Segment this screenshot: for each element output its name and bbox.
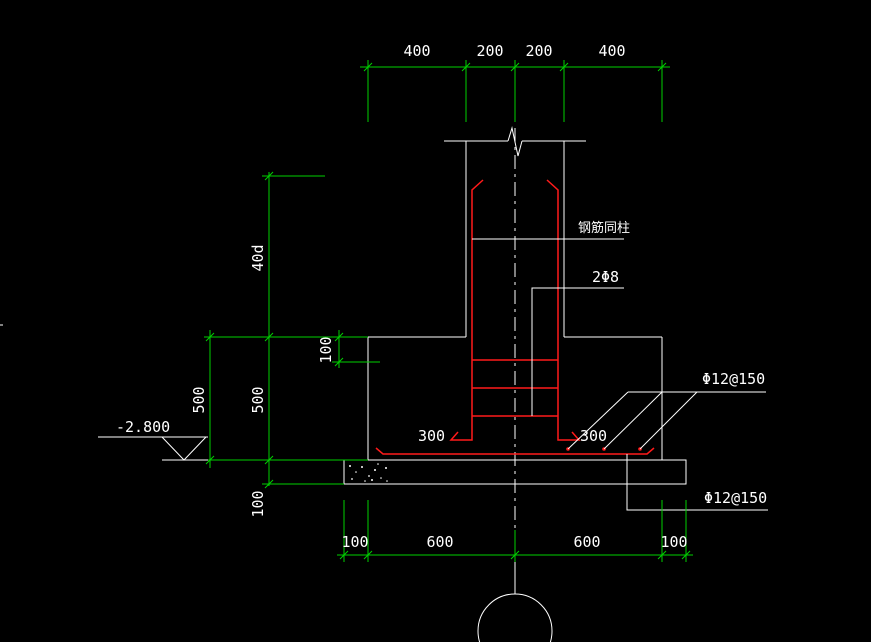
left-dim-100-step: 100 xyxy=(317,336,335,363)
top-dim-3: 200 xyxy=(525,42,552,60)
left-dim-100-bottom: 100 xyxy=(249,490,267,517)
annotation-stirrups: 2Φ8 xyxy=(592,268,619,286)
top-dim-1: 400 xyxy=(403,42,430,60)
bar-extension-left: 300 xyxy=(418,427,445,445)
concrete-hatch xyxy=(349,463,388,482)
axis-bubble xyxy=(477,562,553,642)
left-dim-500-outer: 500 xyxy=(190,386,208,413)
annotation-rebar-to-column: 钢筋同柱 xyxy=(578,220,630,236)
annotation-bottom-mesh: Φ12@150 xyxy=(704,489,767,507)
bottom-dim-4: 100 xyxy=(660,533,687,551)
top-dim-4: 400 xyxy=(598,42,625,60)
left-outer-dimension-chain: 500 100 xyxy=(190,330,267,518)
left-inner-dimension-chain: 40d 500 100 xyxy=(249,171,380,489)
annotation-top-mesh: Φ12@150 xyxy=(702,370,765,388)
bottom-dim-2: 600 xyxy=(426,533,453,551)
bottom-dim-1: 100 xyxy=(341,533,368,551)
rebar xyxy=(375,179,655,455)
annotations: 钢筋同柱 2Φ8 Φ12@150 Φ12@150 300 300 xyxy=(418,220,768,511)
elevation-marker: -2.800 xyxy=(98,418,208,461)
bar-extension-right: 300 xyxy=(580,427,607,445)
top-dim-2: 200 xyxy=(476,42,503,60)
bottom-dim-3: 600 xyxy=(573,533,600,551)
left-dim-40d: 40d xyxy=(249,244,267,271)
footing-outline xyxy=(343,126,687,580)
left-dim-500-inner: 500 xyxy=(249,386,267,413)
elevation-label: -2.800 xyxy=(116,418,170,436)
bottom-dimension-chain: 100 600 600 100 xyxy=(337,500,693,562)
top-dimension-chain: 400 200 200 400 xyxy=(360,42,670,122)
